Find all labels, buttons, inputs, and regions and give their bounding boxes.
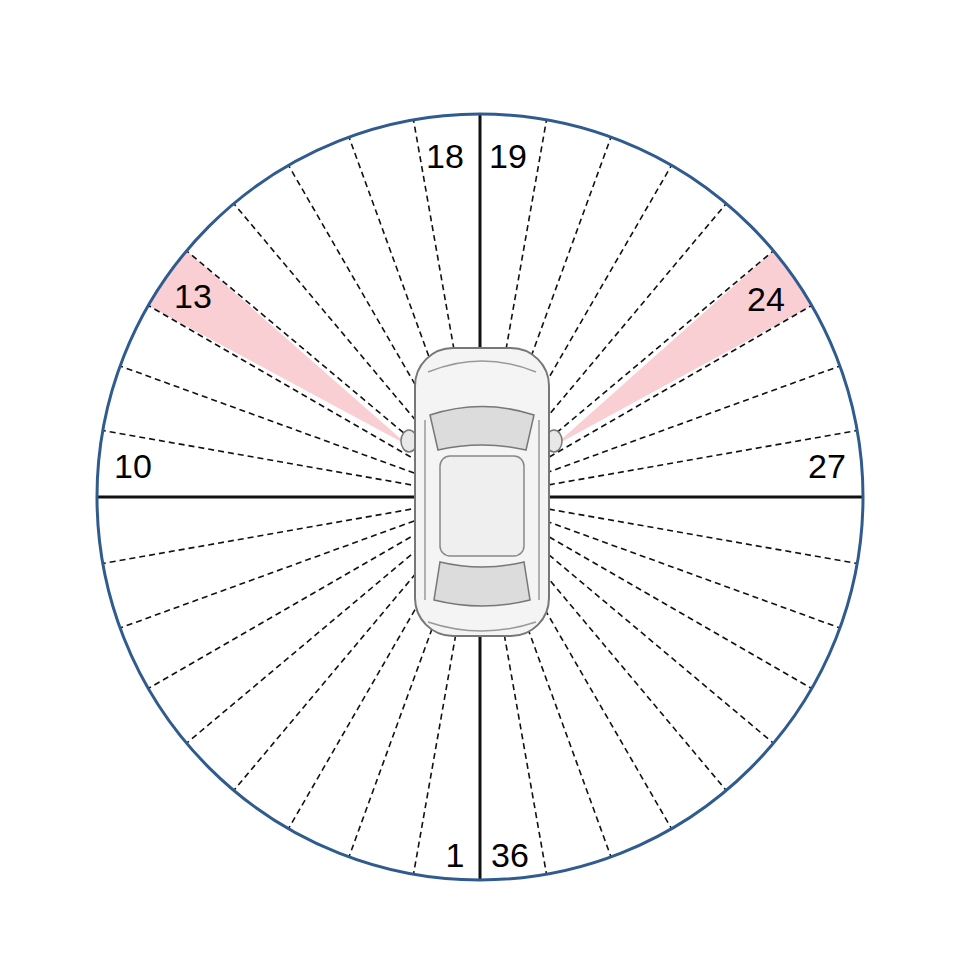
sector-number: 27 bbox=[808, 449, 846, 483]
sector-lines bbox=[97, 114, 863, 880]
sector-number: 10 bbox=[114, 449, 152, 483]
sector-number: 1 bbox=[446, 838, 465, 872]
sector-number: 24 bbox=[747, 282, 785, 316]
trunk-line bbox=[428, 622, 536, 631]
sector-number: 36 bbox=[491, 838, 529, 872]
outer-circle bbox=[97, 114, 863, 880]
car-illustration bbox=[401, 348, 562, 636]
highlight-wedge bbox=[149, 251, 409, 446]
windshield bbox=[430, 407, 534, 451]
car-body bbox=[415, 348, 549, 636]
hood-line bbox=[428, 361, 536, 372]
rear-window bbox=[434, 562, 530, 606]
sector-number: 19 bbox=[489, 139, 527, 173]
sector-number: 13 bbox=[174, 279, 212, 313]
sector-number: 18 bbox=[426, 139, 464, 173]
roof bbox=[440, 456, 524, 556]
door-lines bbox=[425, 420, 539, 600]
highlight-wedge bbox=[554, 251, 811, 446]
